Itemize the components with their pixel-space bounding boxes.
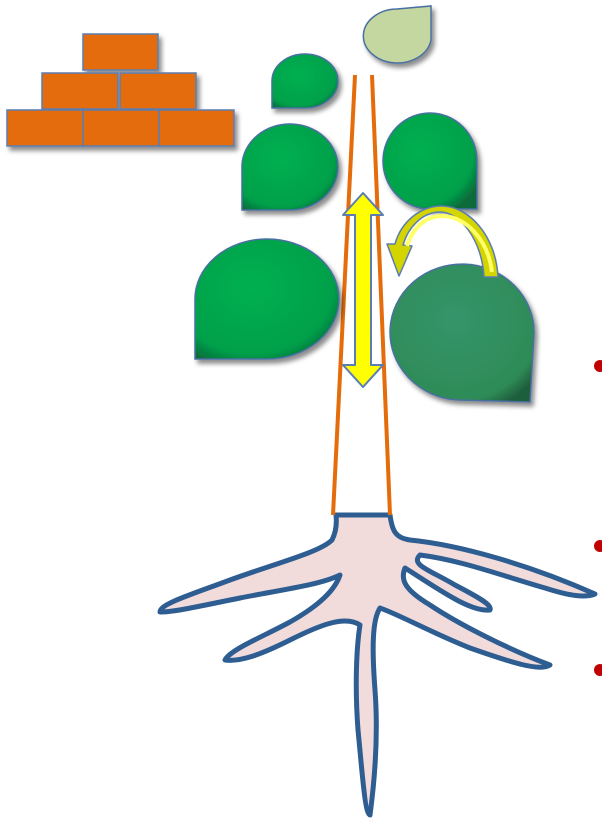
brick (83, 34, 158, 70)
bullet-dot (594, 664, 602, 676)
leaf-right-mid (383, 113, 477, 209)
brick (42, 73, 118, 109)
leaf-left-mid (242, 124, 338, 210)
small-leaf-left (272, 54, 338, 108)
root-system (160, 515, 595, 815)
bullet-points (594, 360, 602, 676)
leaf-right-large (390, 264, 534, 402)
roots (160, 515, 595, 815)
seed-leaf (363, 6, 431, 63)
brick-wall (7, 34, 234, 146)
bullet-dot (594, 360, 602, 372)
leaf-left-large (195, 239, 339, 359)
bullet-dot (594, 540, 602, 552)
brick (120, 73, 196, 109)
brick (159, 110, 234, 146)
brick (7, 110, 83, 146)
brick (83, 110, 159, 146)
